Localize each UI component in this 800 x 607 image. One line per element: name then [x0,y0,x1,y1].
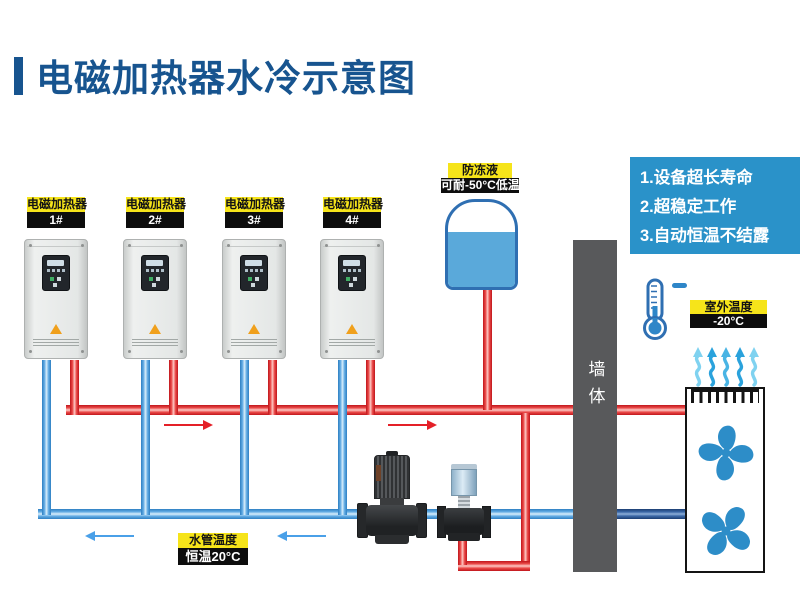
fan-coil-unit [685,387,765,573]
heater2-cold-riser-pipe [141,360,150,515]
pump-volute [366,505,418,536]
heater1-cabinet [24,239,88,359]
outdoor-temp-value: -20°C [690,314,767,328]
button-row [343,269,361,272]
screw-icon [29,244,32,247]
heater1-hot-riser-pipe [70,360,79,415]
heater-unit-3: 电磁加热器 3# [222,197,286,362]
flow-arrow-left-icon [277,531,326,541]
benefit-item-3: 3.自动恒温不结露 [640,227,770,245]
tank-feed-pipe [483,288,492,410]
warning-triangle-icon [50,324,62,334]
screw-icon [325,244,328,247]
heater2-number-label: 2# [126,212,184,228]
pump-cap [386,451,398,456]
display-screen [47,260,64,266]
keypad [149,277,153,281]
heater3-hot-riser-pipe [268,360,277,415]
cold-return-manifold-pipe [38,509,595,519]
heater1-type-label: 电磁加热器 [27,197,88,212]
button-row [146,269,164,272]
pump-nameplate [376,465,381,481]
button-row [245,269,263,272]
vent-grille [691,389,759,403]
keypad [346,277,350,281]
heater-control-panel [141,255,169,291]
heater1-number-label: 1# [27,212,85,228]
spec-fineprint [33,339,79,347]
heater3-cold-riser-pipe [240,360,249,515]
thermometer-icon [643,278,667,340]
heater4-number-label: 4# [323,212,381,228]
antifreeze-tank [445,199,518,290]
display-screen [245,260,262,266]
flow-arrow-right-icon [164,420,213,430]
tank-spec-label: 可耐-50°C低温 [441,178,520,193]
fan-blade-icon [698,425,754,481]
heater3-type-label: 电磁加热器 [225,197,286,212]
heater-unit-4: 电磁加热器 4# [320,197,384,362]
benefit-item-1: 1.设备超长寿命 [640,169,753,187]
pump-neck [380,498,404,506]
warning-triangle-icon [248,324,260,334]
heater2-type-label: 电磁加热器 [126,197,187,212]
flow-arrow-right-icon [388,420,437,430]
pump-base [375,535,409,544]
bypass-down-pipe [521,413,530,571]
thermometer-max-mark [672,283,687,288]
wall: 墙体 [573,240,617,572]
heater-unit-2: 电磁加热器 2# [123,197,187,362]
heater3-cabinet [222,239,286,359]
three-way-valve-icon [437,464,491,542]
keypad [50,277,54,281]
title-accent-bar [14,57,23,95]
bypass-bottom-pipe [458,561,530,571]
bypass-valve-pipe [458,540,467,565]
heater4-hot-riser-pipe [366,360,375,415]
heater1-cold-riser-pipe [42,360,51,515]
heater4-type-label: 电磁加热器 [323,197,384,212]
heater-control-panel [240,255,268,291]
warning-triangle-icon [149,324,161,334]
warning-triangle-icon [346,324,358,334]
heater2-cabinet [123,239,187,359]
valve-flange-bottom [448,533,480,541]
display-screen [343,260,360,266]
button-row [47,269,65,272]
water-temp-value: 恒温20°C [178,548,248,565]
outdoor-temp-label: 室外温度 [690,300,767,314]
fan-blade-icon [701,506,751,556]
antifreeze-liquid [448,232,515,287]
spec-fineprint [231,339,277,347]
screw-icon [227,244,230,247]
heater4-cold-riser-pipe [338,360,347,515]
hot-supply-manifold-pipe [66,405,689,415]
spec-fineprint [132,339,178,347]
flow-arrow-left-icon [85,531,134,541]
heater-control-panel [42,255,70,291]
screw-icon [128,244,131,247]
tank-name-label: 防冻液 [448,163,512,178]
valve-stem [458,496,470,508]
valve-body [444,508,484,535]
heater3-number-label: 3# [225,212,283,228]
heat-wave-arrows-icon [693,347,759,387]
heater-unit-1: 电磁加热器 1# [24,197,88,362]
heater2-hot-riser-pipe [169,360,178,415]
display-screen [146,260,163,266]
page-title: 电磁加热器水冷示意图 [36,58,416,99]
heater-control-panel [338,255,366,291]
wall-label: 墙体 [585,360,605,414]
benefit-item-2: 2.超稳定工作 [640,198,737,216]
benefits-box: 1.设备超长寿命 2.超稳定工作 3.自动恒温不结露 [630,157,800,254]
cold-return-outdoor-pipe [595,509,689,519]
valve-actuator-cap [451,464,477,470]
heater4-cabinet [320,239,384,359]
spec-fineprint [329,339,375,347]
circulation-pump-icon [357,451,427,544]
keypad [248,277,252,281]
water-temp-label: 水管温度 [178,533,248,548]
valve-actuator [451,469,477,496]
